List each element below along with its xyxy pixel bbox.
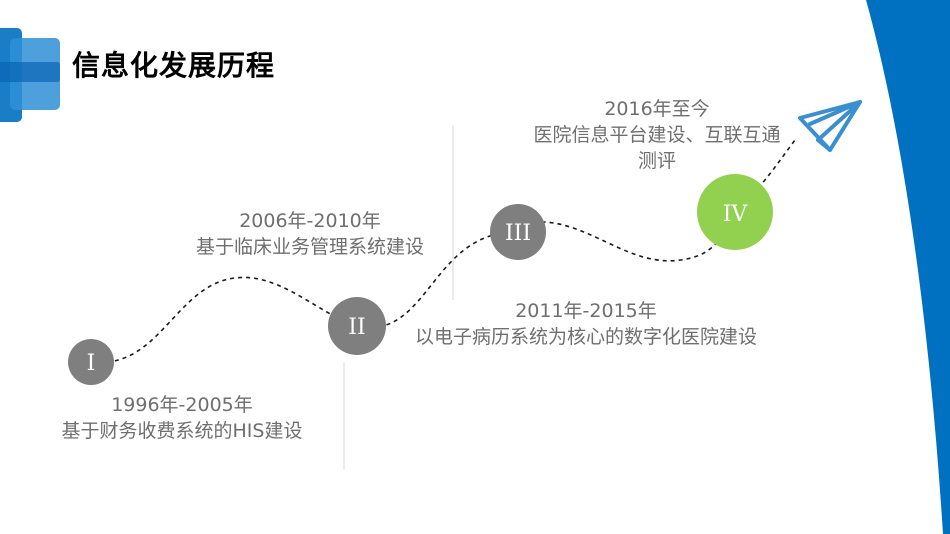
milestone-description: 基于临床业务管理系统建设 — [195, 236, 424, 258]
milestone-node-2: II — [328, 297, 386, 355]
milestone-node-4: IV — [697, 174, 773, 250]
milestone-period: 2006年-2010年 — [239, 210, 381, 232]
right-arc-decoration — [866, 0, 950, 534]
milestone-text-1: 1996年-2005年 基于财务收费系统的HIS建设 — [42, 392, 322, 444]
milestone-description: 医院信息平台建设、互联互通 — [533, 124, 781, 146]
node-numeral: III — [505, 221, 531, 246]
blue-squares-logo — [0, 28, 60, 122]
node-numeral: I — [87, 351, 96, 376]
milestone-description: 基于财务收费系统的HIS建设 — [61, 420, 303, 442]
milestone-text-2: 2006年-2010年 基于临床业务管理系统建设 — [170, 208, 450, 260]
milestone-text-4: 2016年至今 医院信息平台建设、互联互通 测评 — [512, 96, 802, 174]
milestone-period: 2016年至今 — [604, 98, 710, 120]
node-numeral: IV — [723, 202, 749, 227]
milestone-description: 以电子病历系统为核心的数字化医院建设 — [414, 326, 757, 348]
milestone-node-3: III — [490, 204, 546, 260]
milestone-period: 1996年-2005年 — [111, 394, 253, 416]
milestone-period: 2011年-2015年 — [515, 300, 657, 322]
milestone-text-3: 2011年-2015年 以电子病历系统为核心的数字化医院建设 — [392, 298, 780, 350]
milestone-node-1: I — [68, 339, 114, 385]
node-numeral: II — [348, 315, 365, 340]
paper-plane-icon — [798, 100, 862, 152]
milestone-description-continued: 测评 — [637, 150, 676, 172]
page-title: 信息化发展历程 — [72, 49, 276, 82]
